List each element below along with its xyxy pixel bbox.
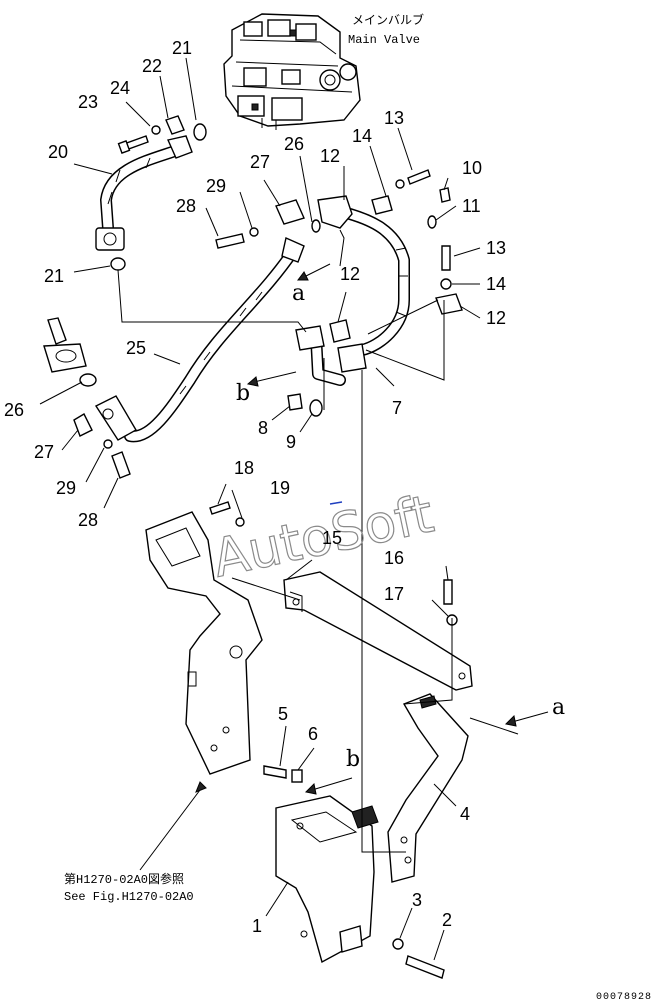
- callout-19: 19: [270, 478, 290, 498]
- bolt-2: [405, 955, 445, 979]
- callout-4: 4: [460, 804, 470, 824]
- callout-27-left: 27: [34, 442, 54, 462]
- clamp-27-upper: [275, 199, 305, 225]
- callout-6: 6: [308, 724, 318, 744]
- bracket-left: [145, 511, 263, 775]
- o-ring-9: [309, 399, 323, 417]
- bracket-1: [275, 795, 379, 964]
- serial-number: 00078928: [596, 992, 652, 1003]
- callout-24: 24: [110, 78, 130, 98]
- washer-29-left: [103, 439, 113, 449]
- callout-28-left: 28: [78, 510, 98, 530]
- callout-22: 22: [142, 56, 162, 76]
- callout-12-center: 12: [340, 264, 360, 284]
- callout-27-upper: 27: [250, 152, 270, 172]
- main-valve: [223, 13, 361, 130]
- callout-25: 25: [126, 338, 146, 358]
- bolt-5: [263, 765, 287, 779]
- leader-lines: [39, 57, 519, 961]
- callout-13-top: 13: [384, 108, 404, 128]
- callout-21-top: 21: [172, 38, 192, 58]
- watermark-mark: [329, 501, 343, 505]
- callout-29-upper: 29: [206, 176, 226, 196]
- callout-5: 5: [278, 704, 288, 724]
- bolt-13-right: [441, 245, 451, 271]
- o-ring-21-lower: [110, 257, 126, 271]
- callout-3: 3: [412, 890, 422, 910]
- bolt-23: [117, 135, 149, 154]
- callout-7: 7: [392, 398, 402, 418]
- bolt-28-left: [111, 451, 131, 479]
- o-ring-11: [427, 215, 437, 229]
- hose-7: [317, 195, 410, 373]
- elbow-fitting-left: [43, 317, 87, 373]
- hose-20: [95, 135, 193, 251]
- callout-1: 1: [252, 916, 262, 936]
- callout-12-right: 12: [486, 308, 506, 328]
- callout-9: 9: [286, 432, 296, 452]
- bolt-13-top: [407, 169, 431, 185]
- bolt-18: [209, 501, 231, 515]
- bracket-4: [387, 693, 469, 883]
- callout-20: 20: [48, 142, 68, 162]
- crossbar-15: [283, 571, 473, 691]
- washer-14-top: [395, 179, 405, 189]
- o-ring-26-upper: [311, 219, 321, 233]
- reference-note-jp: 第H1270-02A0図参照: [64, 871, 184, 887]
- washer-19: [235, 517, 245, 527]
- callout-18: 18: [234, 458, 254, 478]
- callout-21-lower: 21: [44, 266, 64, 286]
- bolt-28-upper: [215, 233, 245, 249]
- view-arrows: [195, 263, 549, 795]
- clamp-22: [151, 115, 185, 135]
- callout-17: 17: [384, 584, 404, 604]
- plug-8: [287, 393, 303, 411]
- o-ring-26-left: [79, 373, 97, 387]
- view-mark-a-lower: a: [552, 695, 565, 720]
- callout-8: 8: [258, 418, 268, 438]
- callout-12-top: 12: [320, 146, 340, 166]
- washer-3: [392, 938, 404, 950]
- reference-note-en: See Fig.H1270-02A0: [64, 890, 194, 904]
- clamp-27-left: [73, 413, 93, 437]
- washer-14-right: [440, 278, 452, 290]
- callout-10: 10: [462, 158, 482, 178]
- callout-26-upper: 26: [284, 134, 304, 154]
- callout-2: 2: [442, 910, 452, 930]
- callout-14-right: 14: [486, 274, 506, 294]
- bolt-16: [443, 579, 453, 605]
- callout-29-left: 29: [56, 478, 76, 498]
- view-mark-a-upper: a: [292, 281, 305, 306]
- elbow-fitting-7: [295, 325, 346, 386]
- callout-13-right: 13: [486, 238, 506, 258]
- valve-label-en: Main Valve: [348, 33, 420, 47]
- valve-label-jp: メインバルブ: [352, 12, 424, 27]
- o-ring-21-top: [193, 123, 207, 141]
- clamp-12-center: [329, 319, 351, 343]
- callout-15: 15: [322, 528, 342, 548]
- view-mark-b-upper: b: [236, 381, 250, 406]
- callout-28-upper: 28: [176, 196, 196, 216]
- washer-6: [291, 769, 303, 783]
- view-mark-b-lower: b: [346, 747, 360, 772]
- callout-11: 11: [462, 196, 481, 216]
- washer-29-upper: [249, 227, 259, 237]
- hose-25: [94, 237, 305, 443]
- bolt-10: [439, 187, 451, 203]
- clamp-12-top: [371, 195, 393, 215]
- callout-14-top: 14: [352, 126, 372, 146]
- callout-23: 23: [78, 92, 98, 112]
- callout-26-left: 26: [4, 400, 24, 420]
- callout-16: 16: [384, 548, 404, 568]
- clamp-12-right: [435, 293, 463, 315]
